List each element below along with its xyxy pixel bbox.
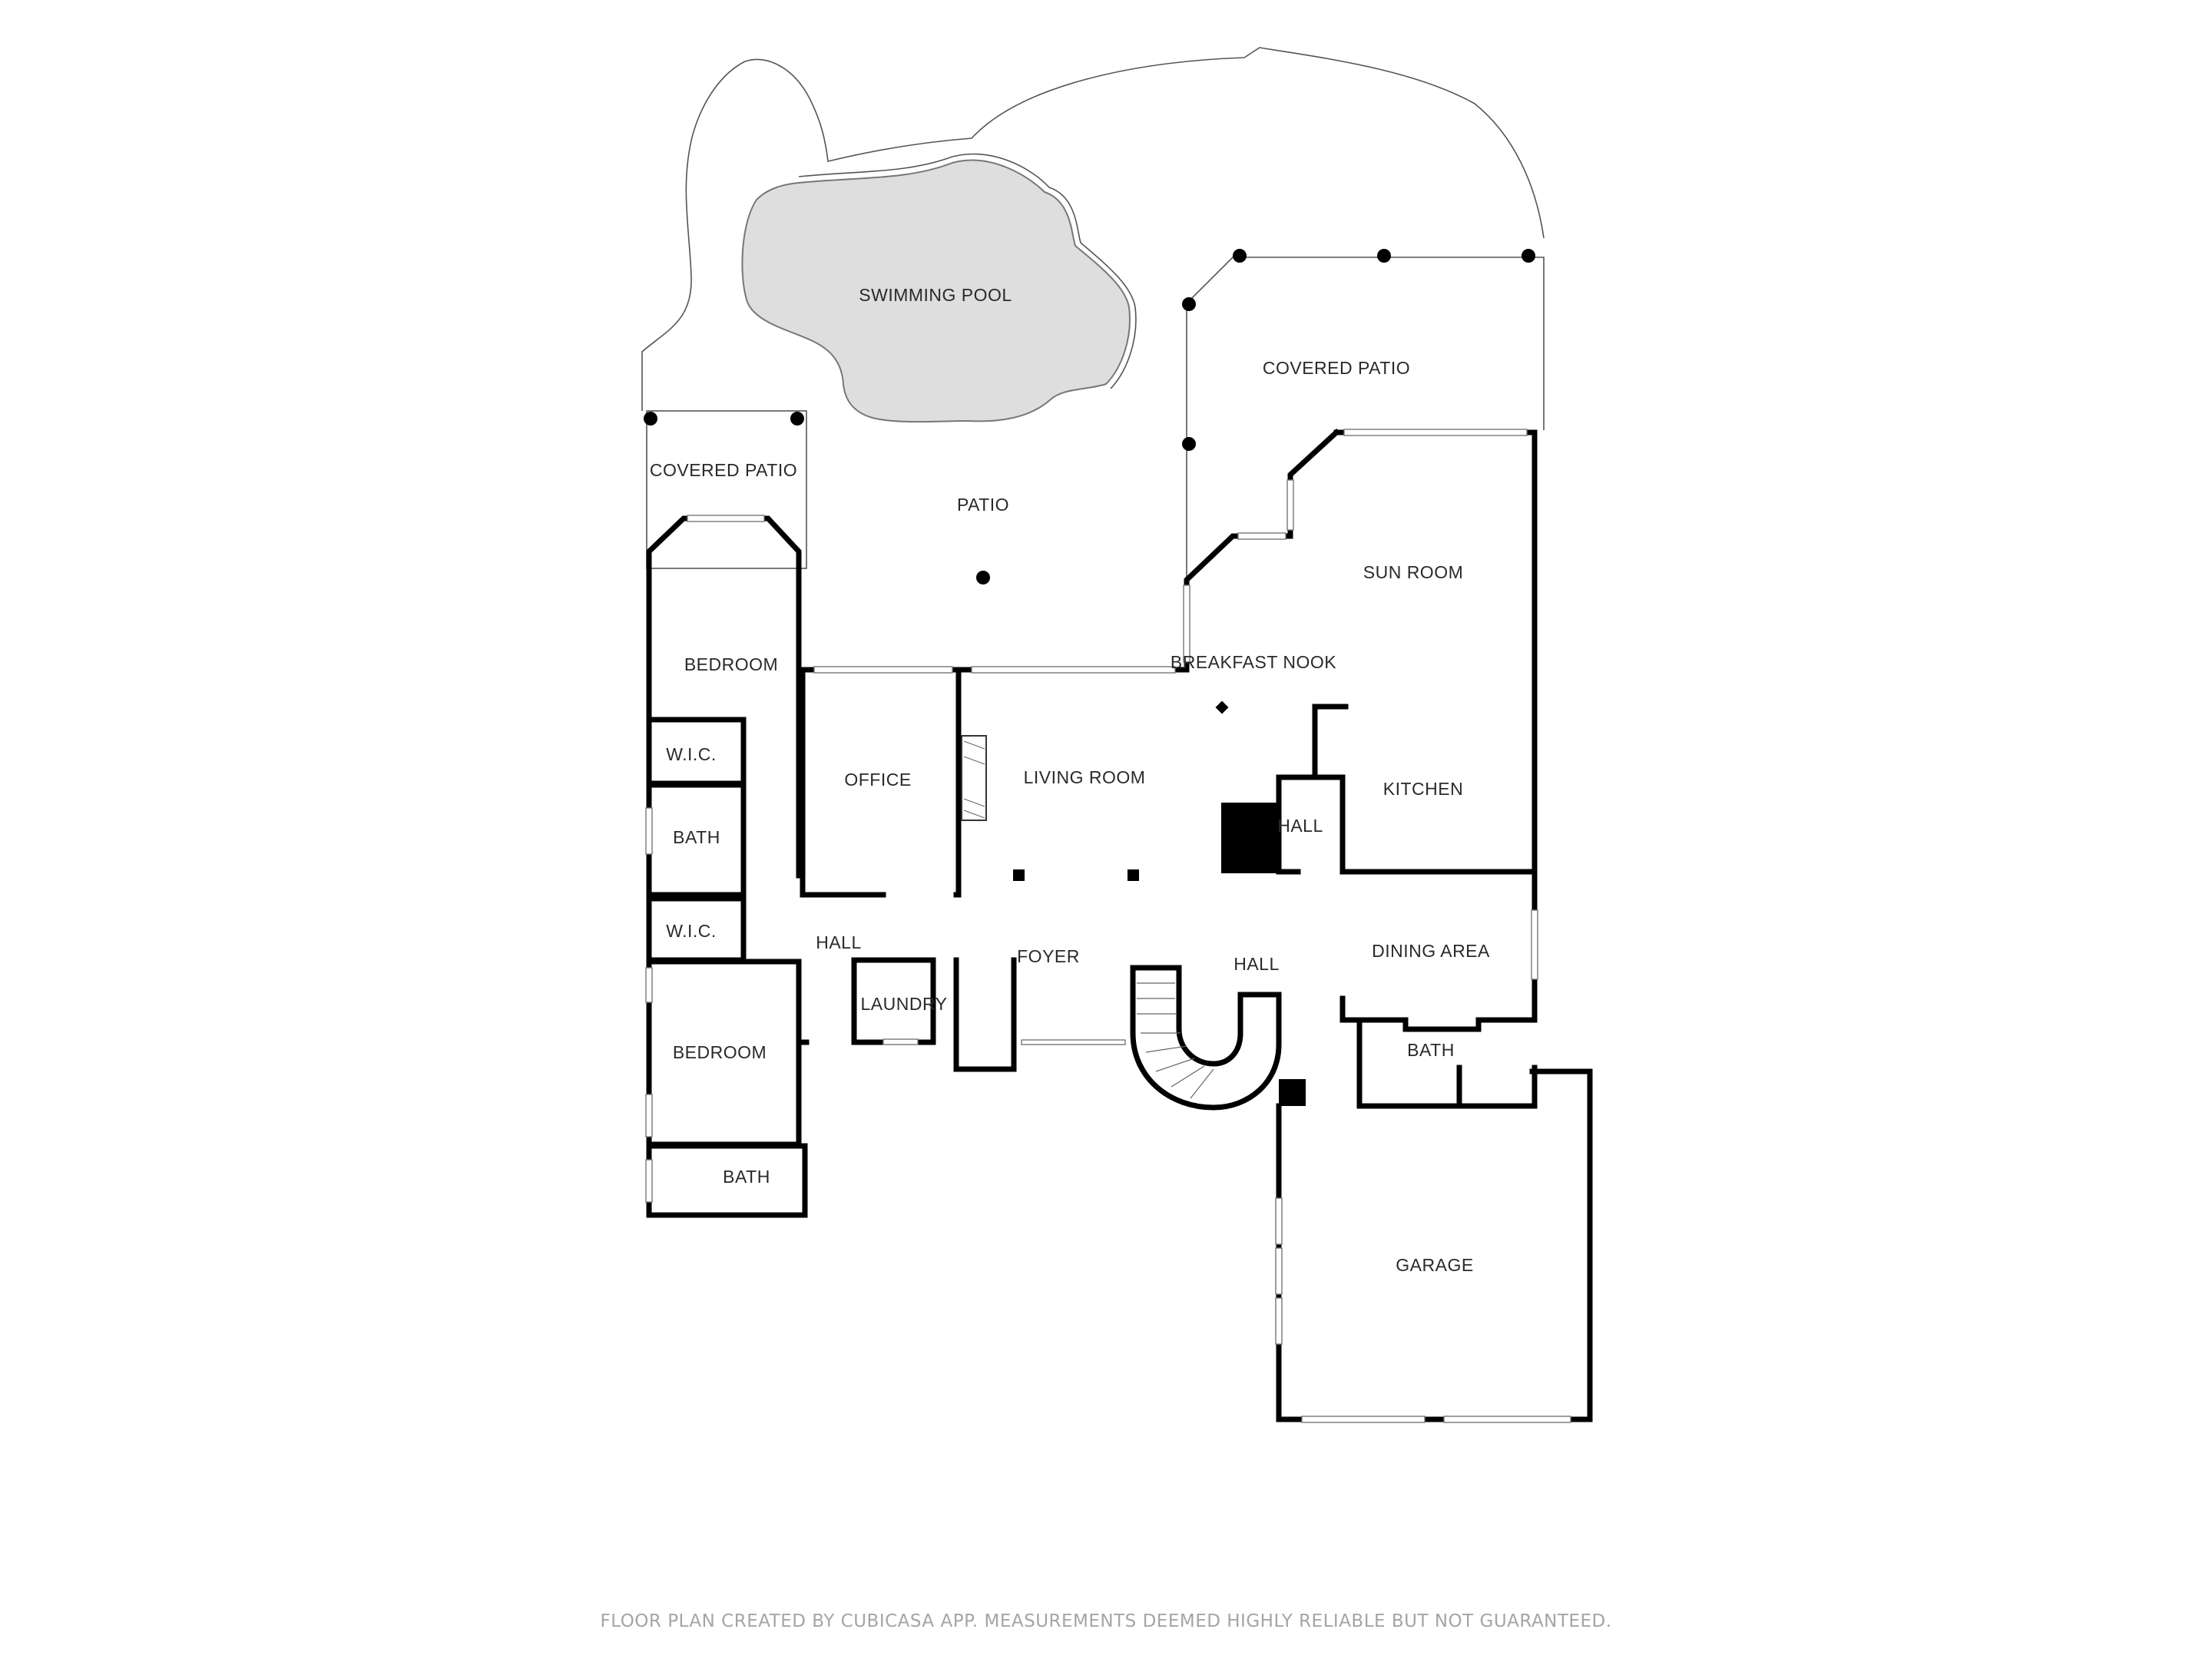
column bbox=[1377, 249, 1391, 263]
garage-door bbox=[1443, 1416, 1571, 1423]
stair-treads bbox=[1137, 982, 1214, 1099]
column bbox=[976, 571, 990, 584]
column bbox=[1013, 869, 1025, 881]
garage-door bbox=[1301, 1416, 1426, 1423]
left-wing-wall bbox=[646, 515, 802, 1218]
garage-wall bbox=[1276, 1068, 1593, 1422]
window bbox=[1531, 909, 1538, 980]
column bbox=[1279, 1079, 1306, 1106]
bath-dining-wall bbox=[1356, 1022, 1538, 1109]
room-label-covered-patio-left: COVERED PATIO bbox=[650, 460, 797, 480]
room-label-sun-room: SUN ROOM bbox=[1363, 562, 1464, 582]
column bbox=[1215, 700, 1229, 714]
room-label-covered-patio-right: COVERED PATIO bbox=[1263, 358, 1410, 378]
covered-patio-left-area bbox=[646, 410, 807, 569]
closet-foyer-wall bbox=[953, 957, 1017, 1072]
room-label-hall-kitchen: HALL bbox=[1277, 816, 1323, 836]
window bbox=[1275, 1297, 1283, 1345]
room-label-wic-upper: W.I.C. bbox=[666, 744, 717, 764]
fireplace bbox=[961, 735, 987, 821]
column bbox=[1128, 869, 1139, 881]
room-label-swimming-pool: SWIMMING POOL bbox=[859, 285, 1012, 305]
column bbox=[1182, 437, 1196, 451]
office-wall bbox=[800, 667, 962, 898]
window bbox=[1237, 532, 1286, 540]
column bbox=[1522, 249, 1535, 263]
window bbox=[1183, 584, 1190, 663]
room-label-dining-area: DINING AREA bbox=[1372, 941, 1490, 961]
covered-patio-right-area bbox=[1186, 257, 1545, 580]
room-label-laundry: LAUNDRY bbox=[861, 994, 948, 1014]
room-label-hall-left: HALL bbox=[816, 932, 862, 952]
door-threshold bbox=[1021, 1039, 1126, 1045]
room-label-hall-center: HALL bbox=[1233, 954, 1280, 974]
room-label-foyer: FOYER bbox=[1017, 946, 1080, 966]
window bbox=[1286, 479, 1294, 531]
column bbox=[1182, 297, 1196, 311]
sun-room-bay-wall bbox=[1184, 429, 1340, 671]
room-label-bedroom-upper: BEDROOM bbox=[684, 654, 778, 674]
kitchen-wall bbox=[1276, 704, 1538, 875]
bath-bottom-wall bbox=[646, 1143, 808, 1218]
window bbox=[1275, 1247, 1283, 1295]
column bbox=[790, 412, 804, 426]
yard-outline bbox=[641, 47, 1545, 411]
kitchen-appliance bbox=[1221, 803, 1277, 873]
window bbox=[971, 666, 1176, 674]
room-label-office: OFFICE bbox=[844, 770, 911, 790]
column bbox=[1233, 249, 1247, 263]
room-label-wic-lower: W.I.C. bbox=[666, 921, 717, 941]
room-label-bath-left: BATH bbox=[673, 827, 720, 847]
room-label-living-room: LIVING ROOM bbox=[1024, 767, 1146, 787]
dining-wall bbox=[1339, 869, 1538, 1032]
window bbox=[813, 666, 953, 674]
window bbox=[645, 967, 653, 1003]
room-label-kitchen: KITCHEN bbox=[1383, 779, 1463, 799]
room-label-breakfast-nook: BREAKFAST NOOK bbox=[1171, 652, 1336, 672]
room-label-bath-dining: BATH bbox=[1407, 1040, 1455, 1060]
window bbox=[1343, 429, 1528, 436]
swimming-pool bbox=[741, 159, 1131, 423]
window bbox=[687, 515, 765, 522]
room-label-garage: GARAGE bbox=[1396, 1255, 1473, 1275]
disclaimer-footer: FLOOR PLAN CREATED BY CUBICASA APP. MEAS… bbox=[600, 1611, 1612, 1631]
room-label-bath-bottom: BATH bbox=[723, 1167, 770, 1187]
fireplace-hatch bbox=[963, 740, 985, 819]
bath-left-wall bbox=[646, 782, 747, 898]
room-label-bedroom-lower: BEDROOM bbox=[673, 1042, 767, 1062]
hall-kitchen-wall bbox=[1276, 774, 1301, 875]
window bbox=[645, 1159, 653, 1203]
room-label-patio: PATIO bbox=[957, 495, 1009, 515]
window bbox=[645, 1094, 653, 1137]
spiral-stair bbox=[1130, 965, 1282, 1111]
sun-room-wall bbox=[1333, 429, 1538, 875]
column bbox=[644, 412, 657, 426]
window bbox=[645, 807, 653, 855]
window bbox=[1275, 1197, 1283, 1245]
door-threshold bbox=[882, 1038, 919, 1045]
pool-coping bbox=[798, 153, 1137, 389]
